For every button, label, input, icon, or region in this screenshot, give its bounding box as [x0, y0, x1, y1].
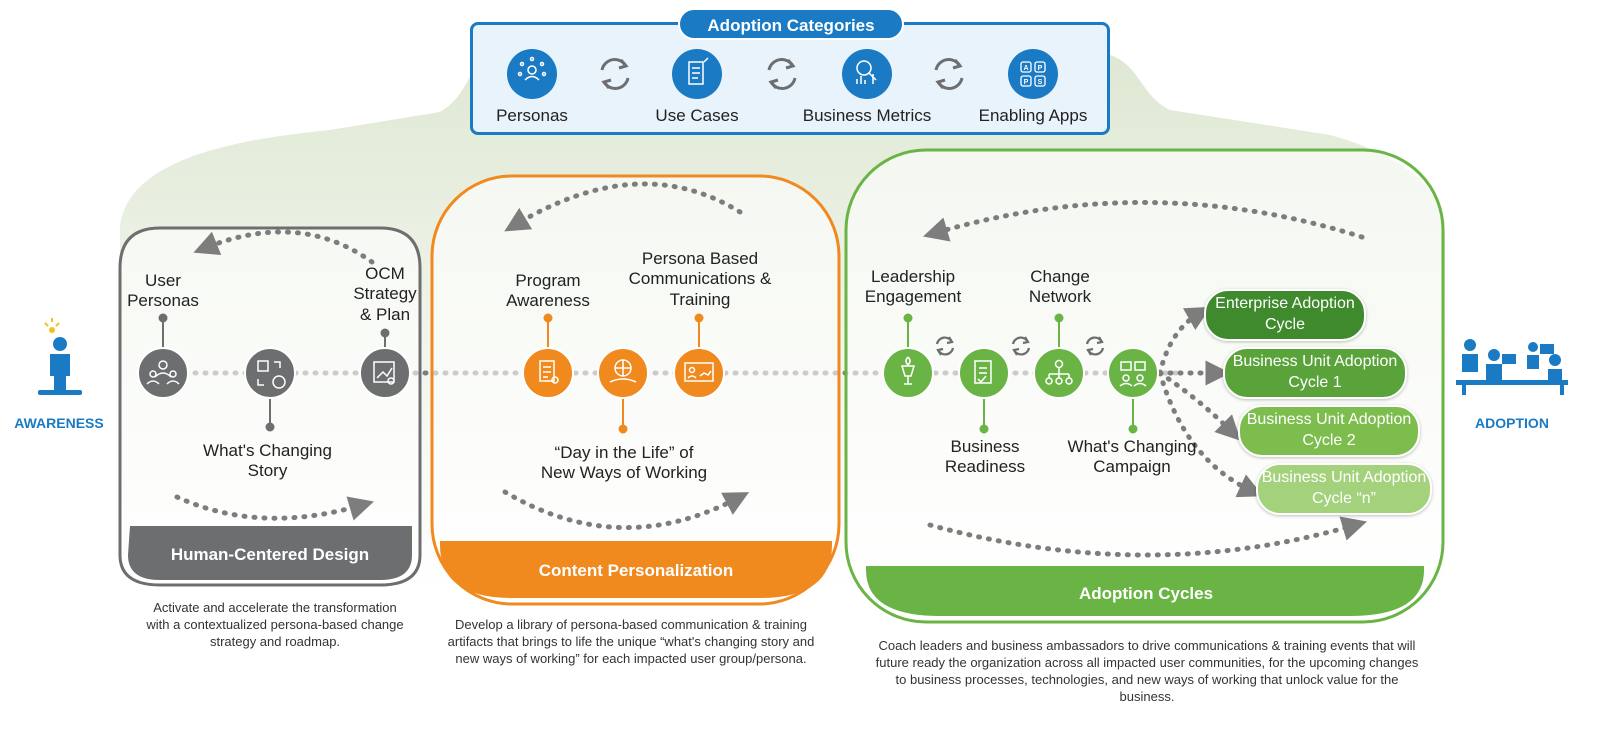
cycle-business-unit-2: Business Unit Adoption Cycle 2 — [1238, 405, 1420, 457]
hcd-arc-top — [193, 229, 375, 265]
cp-top-label-1: Program Awareness — [506, 271, 590, 311]
adoption-label: ADOPTION — [1475, 415, 1549, 431]
category-personas: Personas — [496, 106, 568, 125]
business-metrics-category-icon — [842, 49, 892, 99]
ocm-strategy-icon — [359, 347, 411, 399]
cp-title: Content Personalization — [538, 561, 734, 580]
whats-changing-story-icon — [244, 347, 296, 399]
cp-bottom-label: “Day in the Life” of New Ways of Working — [540, 443, 708, 483]
svg-text:P: P — [1038, 65, 1043, 72]
cp-top-label-2: Persona Based Communications & Training — [628, 249, 772, 309]
category-business-metrics: Business Metrics — [802, 106, 932, 125]
change-network-icon — [1033, 347, 1085, 399]
hcd-description: Activate and accelerate the transformati… — [146, 600, 404, 649]
adoption-categories-title: Adoption Categories — [678, 8, 904, 40]
refresh-icon — [767, 58, 797, 90]
fan-line-3 — [1157, 370, 1241, 441]
category-use-cases: Use Cases — [655, 106, 739, 125]
refresh-icon — [1011, 336, 1031, 356]
ac-bottom-label-2: What's Changing Campaign — [1067, 437, 1197, 477]
user-personas-icon — [137, 347, 189, 399]
refresh-icon — [934, 58, 964, 90]
fan-line-4 — [1157, 370, 1264, 498]
persona-communications-icon — [673, 347, 725, 399]
ac-top-label-2: Change Network — [1028, 267, 1092, 307]
cycle-business-unit-1: Business Unit Adoption Cycle 1 — [1223, 347, 1407, 399]
hcd-bottom-label: What's Changing Story — [203, 441, 332, 481]
personas-category-icon — [507, 49, 557, 99]
cycle-business-unit-n: Business Unit Adoption Cycle “n” — [1256, 463, 1432, 515]
leadership-engagement-icon — [882, 347, 934, 399]
program-awareness-icon — [522, 347, 574, 399]
adoption-team-icon — [1456, 339, 1568, 395]
refresh-icon — [1085, 336, 1105, 356]
svg-text:P: P — [1024, 79, 1029, 86]
ac-arc-top — [923, 199, 1365, 242]
cp-arc-top — [504, 181, 743, 232]
ac-arc-bottom — [927, 516, 1367, 558]
svg-text:S: S — [1038, 79, 1043, 86]
adoption-categories-panel — [470, 22, 1110, 135]
cp-arc-bottom — [502, 489, 750, 530]
cp-description: Develop a library of persona-based commu… — [447, 617, 815, 666]
whats-changing-campaign-icon — [1107, 347, 1159, 399]
ac-bottom-label-1: Business Readiness — [944, 437, 1026, 477]
ac-description: Coach leaders and business ambassadors t… — [875, 638, 1419, 704]
category-enabling-apps: Enabling Apps — [978, 106, 1088, 125]
ac-title: Adoption Cycles — [1078, 584, 1214, 603]
svg-text:A: A — [1023, 65, 1028, 72]
hcd-arc-bottom — [174, 494, 374, 521]
cycle-enterprise: Enterprise Adoption Cycle — [1204, 289, 1366, 341]
business-readiness-icon — [958, 347, 1010, 399]
hcd-top-label-1: User Personas — [127, 271, 199, 311]
awareness-person-icon — [38, 318, 82, 395]
fan-line-1 — [1157, 306, 1211, 376]
use-cases-category-icon — [672, 49, 722, 99]
refresh-icon — [935, 336, 955, 356]
day-in-the-life-icon — [597, 347, 649, 399]
ac-top-label-1: Leadership Engagement — [864, 267, 962, 307]
awareness-label: AWARENESS — [14, 415, 104, 431]
hcd-title: Human-Centered Design — [170, 545, 370, 565]
refresh-icon — [600, 58, 630, 90]
hcd-top-label-2: OCM Strategy & Plan — [353, 264, 417, 324]
